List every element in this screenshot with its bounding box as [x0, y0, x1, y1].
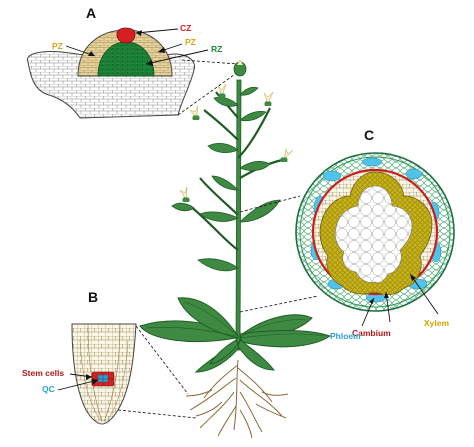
svg-text:Stem cells: Stem cells [22, 368, 64, 378]
roots [185, 359, 289, 439]
flowers [179, 59, 294, 202]
plant [139, 59, 332, 439]
svg-text:QC: QC [42, 384, 55, 394]
panel-c-letter: C [364, 127, 374, 143]
rosette-leaves [139, 297, 332, 373]
panel-b-letter: B [88, 289, 98, 305]
stem-cell-niche [91, 371, 115, 387]
flower-4 [280, 148, 294, 162]
svg-text:RZ: RZ [211, 44, 222, 54]
main-stem [235, 79, 242, 351]
label-cambium: Cambium [352, 291, 391, 338]
zoom-line-c-bottom [239, 295, 319, 313]
label-rz: RZ [145, 44, 222, 66]
flower-5 [179, 186, 190, 202]
zoom-line-b-bottom [117, 409, 197, 419]
label-xylem: Xylem [409, 273, 449, 328]
flower-2 [263, 91, 274, 106]
branches [189, 91, 283, 251]
svg-text:Phloem: Phloem [330, 331, 361, 341]
central-zone [116, 27, 136, 44]
zoom-line-a-bottom [177, 71, 239, 116]
svg-text:Cambium: Cambium [352, 328, 391, 338]
svg-text:CZ: CZ [180, 23, 191, 33]
flower-3 [189, 105, 200, 120]
panel-b: B Stem cells QC [22, 289, 197, 425]
shoot-apex-bud [233, 59, 247, 77]
panel-a-letter: A [86, 5, 96, 21]
label-qc: QC [42, 379, 99, 394]
svg-text:Xylem: Xylem [424, 318, 449, 328]
label-phloem: Phloem [330, 297, 375, 341]
panel-c: C Xylem [239, 127, 455, 341]
zoom-line-b-top [135, 325, 189, 395]
zoom-line-a-top [181, 59, 239, 65]
leaf-veins [145, 301, 325, 339]
stem-leaves [171, 86, 281, 272]
label-pz-right: PZ [157, 37, 196, 53]
label-stem-cells: Stem cells [22, 368, 93, 380]
label-pz-left: PZ [52, 41, 96, 57]
svg-text:PZ: PZ [52, 41, 63, 51]
flower-1 [217, 83, 227, 98]
label-cz: CZ [135, 23, 191, 36]
panel-a: A CZ PZ PZ RZ [26, 5, 239, 119]
pith [334, 185, 413, 284]
zoom-line-c-top [239, 195, 301, 213]
svg-text:PZ: PZ [185, 37, 196, 47]
